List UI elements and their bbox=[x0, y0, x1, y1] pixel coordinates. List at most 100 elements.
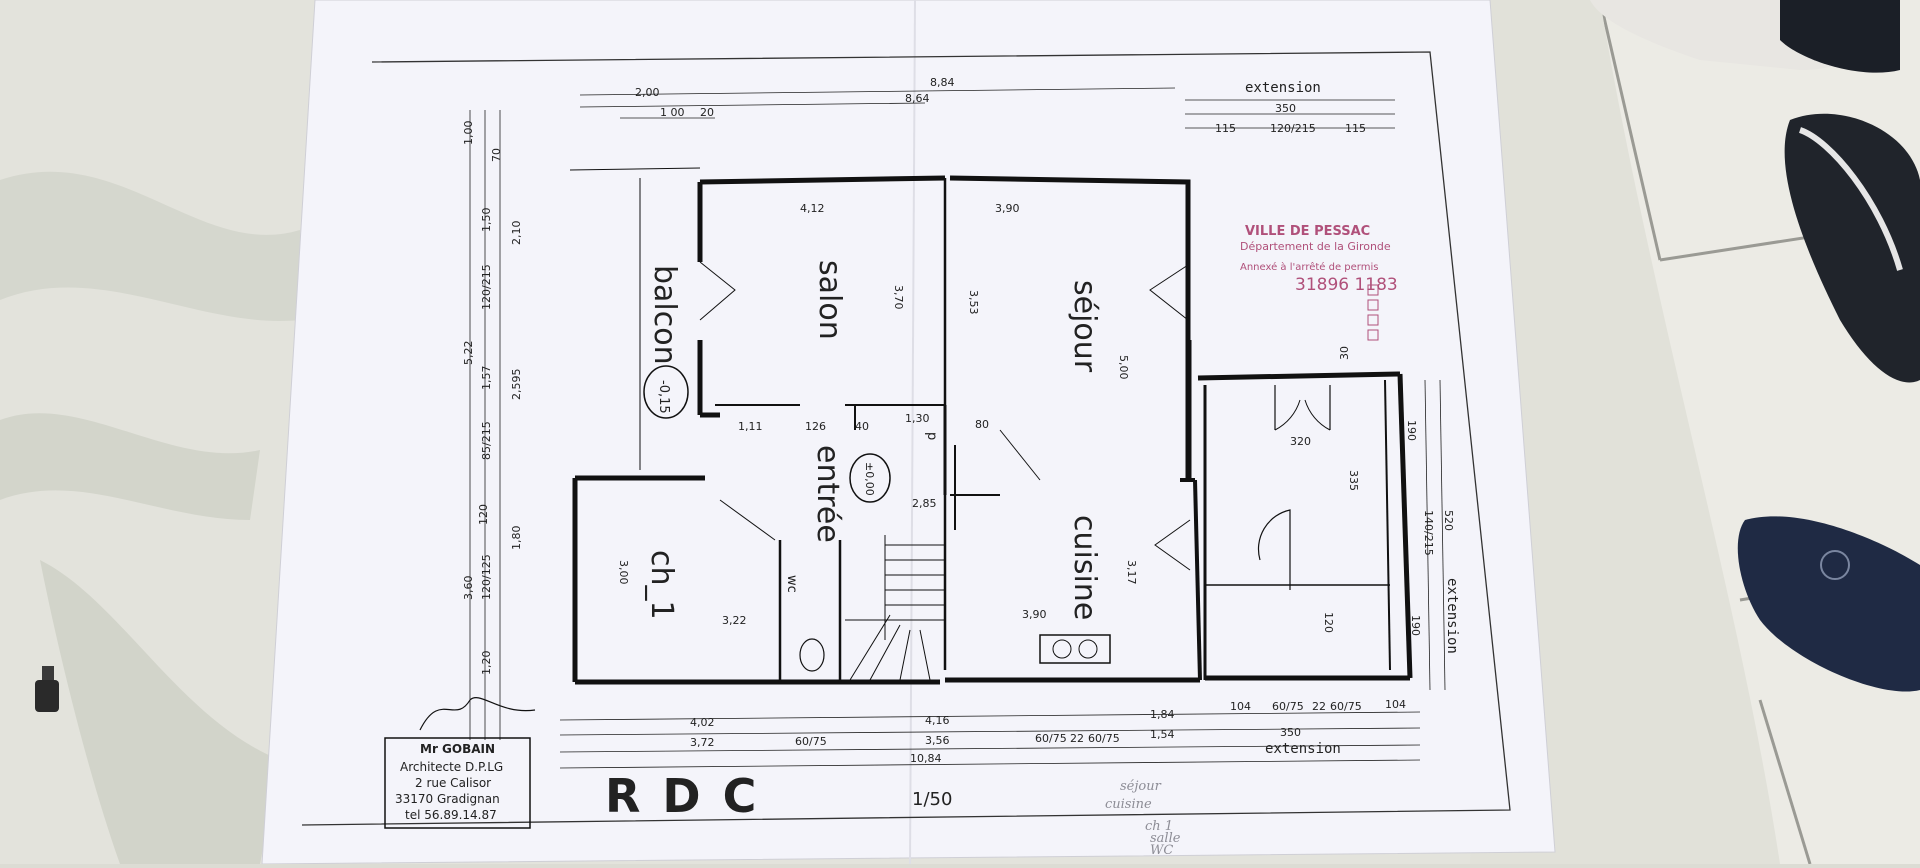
dim-left-85-215: 85/215 bbox=[480, 421, 493, 460]
dim-3-70: 3,70 bbox=[892, 285, 905, 310]
dim-bot-60-75a: 60/75 bbox=[1272, 700, 1304, 713]
dim-bot-1-84: 1,84 bbox=[1150, 708, 1175, 721]
note-1: séjour bbox=[1120, 779, 1162, 794]
dim-left-120-215: 120/215 bbox=[480, 264, 493, 310]
dim-bot-4-16: 4,16 bbox=[925, 714, 950, 727]
dimension-labels: 8,84 8,64 2,00 1 00 20 350 115 120/215 1… bbox=[462, 76, 1455, 765]
municipal-stamp: VILLE DE PESSAC Département de la Girond… bbox=[1240, 224, 1398, 341]
dim-ext-115b: 115 bbox=[1345, 122, 1366, 135]
extension-labels: extension extension extension bbox=[1245, 80, 1460, 757]
stamp-department: Département de la Gironde bbox=[1240, 240, 1391, 253]
dim-left-120-125: 120/125 bbox=[480, 554, 493, 600]
dim-bot-104a: 104 bbox=[1230, 700, 1251, 713]
dim-left-5-22: 5,22 bbox=[462, 341, 475, 366]
dim-3-00: 3,00 bbox=[617, 560, 630, 585]
dim-bot-22b: 22 bbox=[1070, 732, 1084, 745]
dim-126: 126 bbox=[805, 420, 826, 433]
extension-label-right: extension bbox=[1444, 578, 1460, 654]
dim-bot-350: 350 bbox=[1280, 726, 1301, 739]
dim-3-17: 3,17 bbox=[1125, 560, 1138, 585]
stamp-number: 31896 1183 bbox=[1295, 275, 1398, 295]
shoe-top bbox=[1590, 0, 1900, 73]
dim-3-22: 3,22 bbox=[722, 614, 747, 627]
note-2: cuisine bbox=[1105, 797, 1152, 812]
extension-label-top: extension bbox=[1245, 80, 1321, 96]
screw-object bbox=[35, 666, 59, 712]
level-balcon: -0,15 bbox=[656, 380, 671, 414]
room-label-salon: salon bbox=[812, 260, 847, 340]
dim-ext-115a: 115 bbox=[1215, 122, 1236, 135]
room-label-sejour: séjour bbox=[1067, 280, 1102, 373]
dim-3-90: 3,90 bbox=[995, 202, 1020, 215]
dim-120: 120 bbox=[1322, 612, 1335, 633]
room-label-wc: wc bbox=[784, 575, 799, 593]
stamp-city: VILLE DE PESSAC bbox=[1245, 224, 1370, 239]
floor-plan bbox=[569, 167, 1413, 685]
dim-bot-4-02: 4,02 bbox=[690, 716, 715, 729]
dim-bot-60-75d: 60/75 bbox=[1035, 732, 1067, 745]
stamp-annex: Annexé à l'arrêté de permis bbox=[1240, 261, 1378, 273]
dim-left-1-00: 1,00 bbox=[462, 121, 475, 146]
dim-3-90b: 3,90 bbox=[1022, 608, 1047, 621]
dim-4-12: 4,12 bbox=[800, 202, 825, 215]
dim-40: 40 bbox=[855, 420, 869, 433]
dim-left-2-595: 2,595 bbox=[510, 369, 523, 401]
dim-left-70: 70 bbox=[490, 148, 503, 162]
plan-title: RDC bbox=[605, 769, 778, 823]
dim-335: 335 bbox=[1347, 470, 1360, 491]
dim-bot-3-56: 3,56 bbox=[925, 734, 950, 747]
dim-left-1-80: 1,80 bbox=[510, 526, 523, 551]
dim-right-190b: 190 bbox=[1409, 615, 1422, 636]
extension-label-bottom: extension bbox=[1265, 741, 1341, 757]
dim-1-11: 1,11 bbox=[738, 420, 763, 433]
dim-top-8-64: 8,64 bbox=[905, 92, 930, 105]
dim-80: 80 bbox=[975, 418, 989, 431]
dim-right-190a: 190 bbox=[1405, 420, 1418, 441]
room-label-entree: entrée bbox=[810, 445, 845, 543]
room-label-chambre: ch_1 bbox=[644, 550, 679, 620]
dim-bot-1-54: 1,54 bbox=[1150, 728, 1175, 741]
dim-left-2-10: 2,10 bbox=[510, 221, 523, 246]
architect-street: 2 rue Calisor bbox=[415, 776, 491, 790]
dim-top-8-84: 8,84 bbox=[930, 76, 955, 89]
dim-bot-3-72: 3,72 bbox=[690, 736, 715, 749]
note-5: WC bbox=[1150, 843, 1173, 858]
shoe-right bbox=[1784, 113, 1920, 383]
dimension-lines bbox=[469, 87, 1446, 769]
architect-phone: tel 56.89.14.87 bbox=[405, 808, 497, 822]
room-label-placard: p bbox=[924, 432, 939, 440]
architect-cartouche: Mr GOBAIN Architecte D.P.LG 2 rue Caliso… bbox=[384, 697, 536, 829]
dim-bot-60-75e: 60/75 bbox=[1088, 732, 1120, 745]
dim-top-2-00: 2,00 bbox=[635, 86, 660, 99]
dim-top-20: 20 bbox=[700, 106, 714, 119]
paper-sheet bbox=[261, 0, 1556, 865]
dim-right-30: 30 bbox=[1338, 346, 1351, 360]
architect-name: Mr GOBAIN bbox=[420, 742, 495, 756]
dim-bot-104b: 104 bbox=[1385, 698, 1406, 711]
dim-left-1-20: 1,20 bbox=[480, 651, 493, 676]
dim-left-1-50: 1,50 bbox=[480, 208, 493, 233]
dim-1-30: 1,30 bbox=[905, 412, 930, 425]
dim-2-85: 2,85 bbox=[912, 497, 937, 510]
note-4: salle bbox=[1150, 831, 1181, 846]
dim-top-1-00: 1 00 bbox=[660, 106, 685, 119]
room-labels: salon séjour balcon entrée cuisine ch_1 … bbox=[644, 260, 1102, 620]
dim-right-140-215: 140/215 bbox=[1422, 510, 1435, 556]
architect-title: Architecte D.P.LG bbox=[400, 760, 503, 774]
dim-3-53: 3,53 bbox=[967, 290, 980, 315]
dim-left-1-57: 1,57 bbox=[480, 366, 493, 391]
room-label-balcon: balcon bbox=[647, 265, 682, 365]
dim-right-520: 520 bbox=[1442, 510, 1455, 531]
dim-left-3-60: 3,60 bbox=[462, 576, 475, 601]
level-entree: ±0,00 bbox=[863, 462, 876, 496]
architect-city: 33170 Gradignan bbox=[395, 792, 500, 806]
dim-ext-350: 350 bbox=[1275, 102, 1296, 115]
dim-left-120: 120 bbox=[477, 504, 490, 525]
plan-scale: 1/50 bbox=[912, 789, 952, 810]
slipper bbox=[1737, 516, 1920, 692]
room-label-cuisine: cuisine bbox=[1067, 515, 1102, 620]
dim-bot-60-75b: 60/75 bbox=[1330, 700, 1362, 713]
dim-bot-22a: 22 bbox=[1312, 700, 1326, 713]
dim-bot-60-75c: 60/75 bbox=[795, 735, 827, 748]
